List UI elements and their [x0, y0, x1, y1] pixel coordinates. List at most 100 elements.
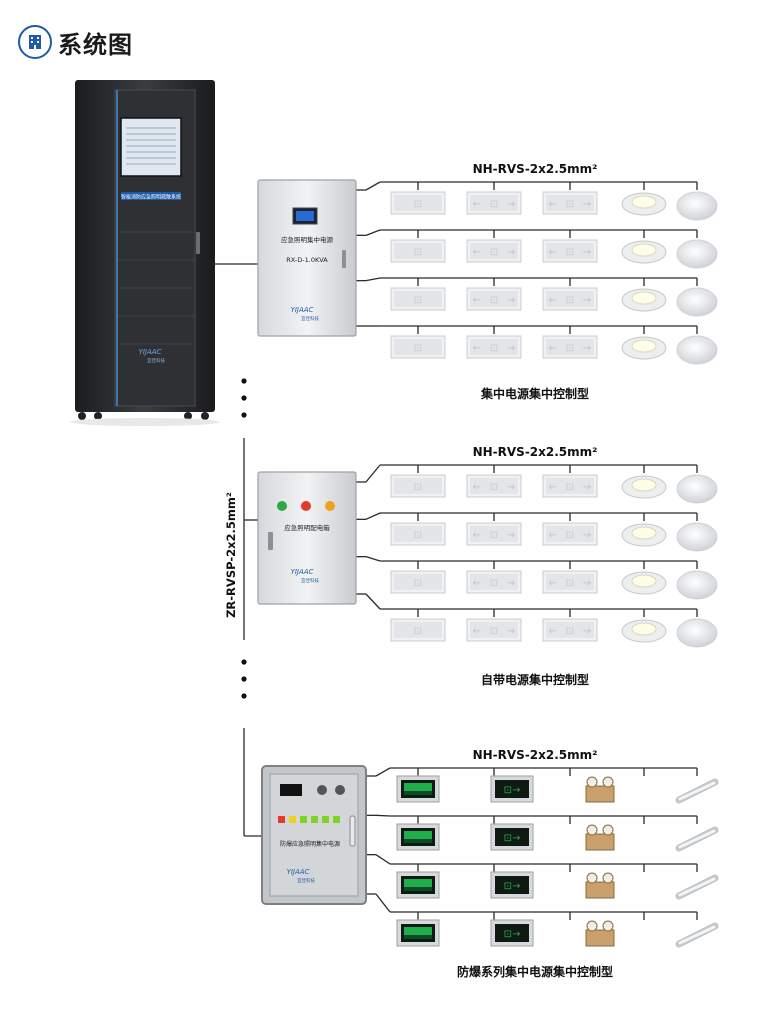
indicator-lamp — [325, 501, 335, 511]
exit-sign: ←→⊡ — [542, 335, 598, 359]
explosion-proof-exit-sign — [396, 775, 440, 803]
tube-glow — [678, 925, 716, 945]
arrow-right-icon: → — [583, 578, 591, 589]
dome-light — [676, 618, 718, 648]
exit-sign-face — [394, 478, 442, 494]
exit-arrow-icon: ⊡→ — [504, 929, 521, 940]
exit-green-panel — [404, 879, 432, 887]
bus-feed-wire — [365, 464, 381, 483]
arrow-right-icon: → — [507, 530, 515, 541]
lamp-head-left — [586, 920, 598, 932]
page-title: 系统图 — [58, 30, 133, 59]
exit-green-panel-low — [404, 935, 432, 939]
exit-figure-icon: ⊡ — [490, 578, 498, 589]
exit-figure-icon: ⊡ — [490, 530, 498, 541]
subsystem-caption: 防爆系列集中电源集中控制型 — [457, 964, 613, 979]
indicator-lamp — [300, 816, 307, 823]
continuation-dot — [241, 676, 247, 682]
exit-figure-icon: ⊡ — [566, 295, 574, 306]
cabinet-shadow — [70, 418, 220, 426]
downlight-lamp — [631, 478, 657, 492]
exit-sign: ←→⊡ — [542, 474, 598, 498]
dome-light-body — [676, 570, 718, 600]
arrow-right-icon: → — [583, 626, 591, 637]
exit-figure-icon: ⊡ — [414, 530, 422, 541]
tube-glow — [678, 829, 716, 849]
touch-screen — [120, 117, 182, 177]
exit-sign-face — [470, 291, 518, 307]
exit-figure-icon: ⊡ — [566, 578, 574, 589]
bus-feed-wire — [365, 512, 381, 520]
cabinet-handle — [196, 232, 200, 254]
explosion-proof-exit-sign: ⊡→ — [490, 823, 534, 851]
exit-sign: ←→⊡ — [466, 618, 522, 642]
arrow-right-icon: → — [583, 247, 591, 258]
exit-figure-icon: ⊡ — [414, 199, 422, 210]
exit-figure-icon: ⊡ — [414, 626, 422, 637]
subsystem-caption: 集中电源集中控制型 — [480, 386, 589, 401]
lamp-head-right — [602, 920, 614, 932]
dome-light-body — [676, 191, 718, 221]
box-display-screen — [296, 211, 314, 221]
exit-sign: ⊡ — [390, 522, 446, 546]
arrow-right-icon: → — [507, 578, 515, 589]
arrow-left-icon: ← — [473, 482, 481, 493]
exit-sign-face — [546, 291, 594, 307]
exit-sign: ←→⊡ — [542, 239, 598, 263]
exit-sign-face — [470, 339, 518, 355]
continuation-dot — [241, 395, 247, 401]
downlight — [621, 192, 667, 216]
exit-sign-face — [546, 622, 594, 638]
exit-sign: ⊡ — [390, 474, 446, 498]
exit-sign: ←→⊡ — [466, 287, 522, 311]
downlight — [621, 288, 667, 312]
downlight — [621, 571, 667, 595]
exit-figure-icon: ⊡ — [490, 247, 498, 258]
downlight-lamp — [631, 195, 657, 209]
power-box-brand: YIJAAC — [287, 868, 310, 876]
exit-figure-icon: ⊡ — [490, 343, 498, 354]
arrow-right-icon: → — [507, 343, 515, 354]
tube-glow — [678, 781, 716, 801]
explosion-proof-tube-light — [675, 778, 719, 804]
arrow-left-icon: ← — [473, 578, 481, 589]
dome-light — [676, 335, 718, 365]
backbone-cable-label: ZR-RVSP-2x2.5mm² — [224, 492, 238, 618]
exit-sign: ←→⊡ — [542, 570, 598, 594]
caster-wheel — [201, 412, 209, 420]
dome-light — [676, 191, 718, 221]
exit-sign: ⊡ — [390, 570, 446, 594]
exit-figure-icon: ⊡ — [566, 199, 574, 210]
exit-sign: ←→⊡ — [542, 287, 598, 311]
arrow-left-icon: ← — [549, 199, 557, 210]
arrow-right-icon: → — [583, 482, 591, 493]
arrow-right-icon: → — [507, 247, 515, 258]
dome-light — [676, 287, 718, 317]
power-box-brand-sub: 宜佳科技 — [301, 315, 319, 322]
caster-wheel — [94, 412, 102, 420]
ex-box-knob — [335, 785, 345, 795]
exit-figure-icon: ⊡ — [414, 343, 422, 354]
ex-box-handle — [349, 815, 356, 847]
arrow-left-icon: ← — [549, 247, 557, 258]
exit-arrow-icon: ⊡→ — [504, 785, 521, 796]
ex-sign-face — [495, 876, 529, 894]
exit-sign-face — [470, 526, 518, 542]
downlight-lamp — [631, 622, 657, 636]
lamp-head-left — [586, 872, 598, 884]
indicator-lamp — [301, 501, 311, 511]
explosion-proof-exit-sign: ⊡→ — [490, 871, 534, 899]
cabinet-brand-sub: 宜佳科技 — [147, 357, 165, 364]
arrow-left-icon: ← — [549, 343, 557, 354]
exit-sign-face — [470, 574, 518, 590]
lamp-housing — [585, 833, 615, 851]
exit-green-panel-low — [404, 887, 432, 891]
exit-sign-face — [394, 291, 442, 307]
power-box-label: 应急照明集中电源 — [281, 235, 334, 244]
exit-figure-icon: ⊡ — [566, 482, 574, 493]
arrow-left-icon: ← — [473, 530, 481, 541]
arrow-left-icon: ← — [473, 199, 481, 210]
